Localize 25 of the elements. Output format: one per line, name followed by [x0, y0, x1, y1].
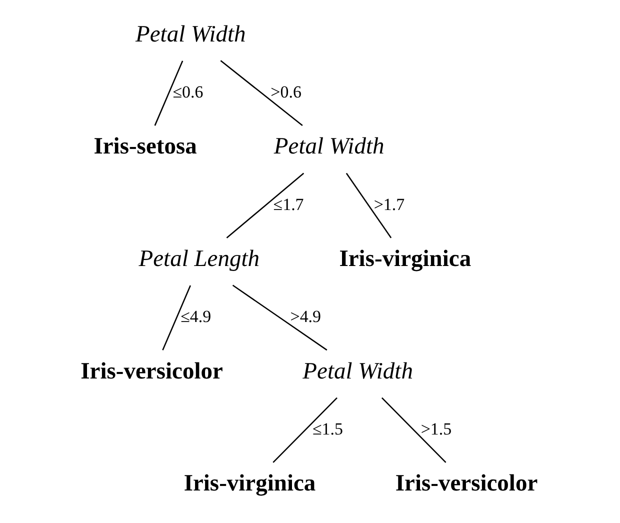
connector [345, 172, 392, 238]
node-text: Petal Width [135, 21, 246, 48]
edge-label: >1.7 [373, 194, 404, 214]
connector [154, 60, 183, 126]
edge-label: ≤1.7 [272, 194, 304, 214]
connector [272, 397, 337, 463]
node-text: Iris-versicolor [394, 470, 538, 497]
node-text: Iris-versicolor [80, 358, 222, 384]
node-text: Iris-setosa [93, 134, 196, 160]
connector [380, 397, 446, 463]
connector [162, 285, 191, 350]
node-text: Iris-virginica [338, 246, 471, 272]
node-text: Petal Width [302, 358, 412, 384]
node-text: Iris-virginica [183, 470, 316, 497]
connector [226, 172, 304, 238]
node-text: Petal Length [138, 246, 260, 272]
edge-label: ≤1.5 [312, 419, 342, 438]
edge-label: ≤0.6 [172, 82, 203, 102]
edge-label: ≤4.9 [180, 307, 211, 326]
node-text: Petal Width [273, 134, 384, 160]
edge-label: >4.9 [290, 307, 321, 326]
connector [232, 284, 327, 351]
edge-label: >0.6 [270, 82, 301, 102]
connector [220, 60, 302, 126]
edge-label: >1.5 [420, 419, 452, 438]
